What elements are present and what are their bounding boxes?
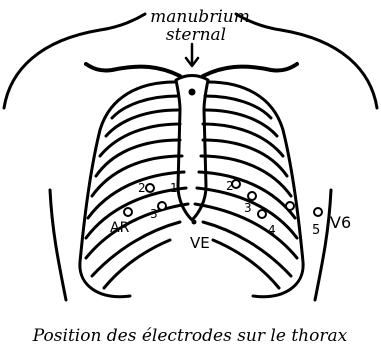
xiphoid-point bbox=[192, 220, 197, 225]
torso-outline bbox=[4, 14, 377, 300]
sternal-notch-electrode bbox=[189, 89, 196, 96]
right-number-2: 3 bbox=[244, 201, 252, 215]
left-number-2: 3 bbox=[150, 207, 158, 221]
caption: Position des électrodes sur le thorax bbox=[32, 326, 348, 346]
pointer-arrow bbox=[186, 44, 198, 66]
left-number-3: 1 bbox=[170, 181, 178, 195]
electrode bbox=[146, 184, 154, 192]
electrode bbox=[314, 208, 322, 216]
left-number-1: 2 bbox=[138, 181, 146, 195]
right-number-3: 4 bbox=[268, 223, 276, 237]
electrode bbox=[124, 208, 132, 216]
electrode bbox=[248, 192, 256, 200]
top-label-line1: manubrium bbox=[150, 7, 250, 27]
electrode-label-ar: AR bbox=[110, 220, 130, 236]
electrode bbox=[158, 202, 166, 210]
electrode bbox=[286, 202, 294, 210]
electrode bbox=[258, 210, 266, 218]
top-label-line2: sternal bbox=[166, 25, 226, 45]
electrode-label-ve: VE bbox=[190, 234, 210, 252]
sternum bbox=[176, 76, 208, 225]
ribcage bbox=[80, 82, 303, 297]
right-number-1: 2 bbox=[226, 179, 234, 193]
electrode-label-v6: V6 bbox=[330, 213, 351, 232]
right-number-4: 5 bbox=[312, 223, 320, 238]
